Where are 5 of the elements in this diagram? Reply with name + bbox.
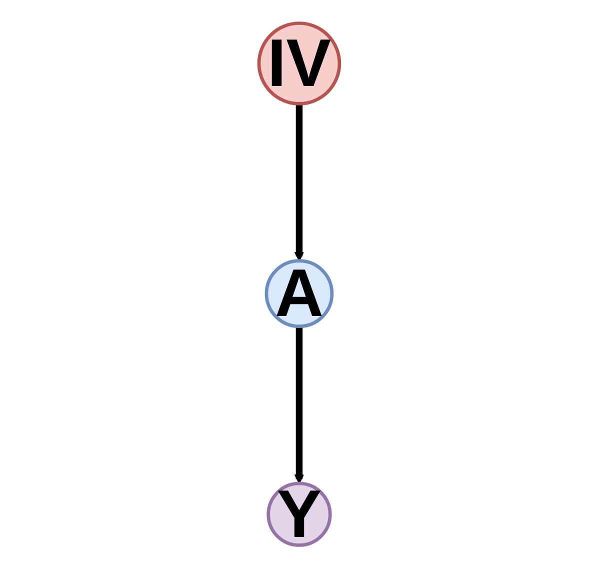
node-circle: A (264, 259, 334, 328)
arrow (294, 326, 304, 484)
node-circle: IV (257, 22, 341, 106)
arrow (294, 104, 304, 262)
node-circle: Y (266, 482, 332, 547)
